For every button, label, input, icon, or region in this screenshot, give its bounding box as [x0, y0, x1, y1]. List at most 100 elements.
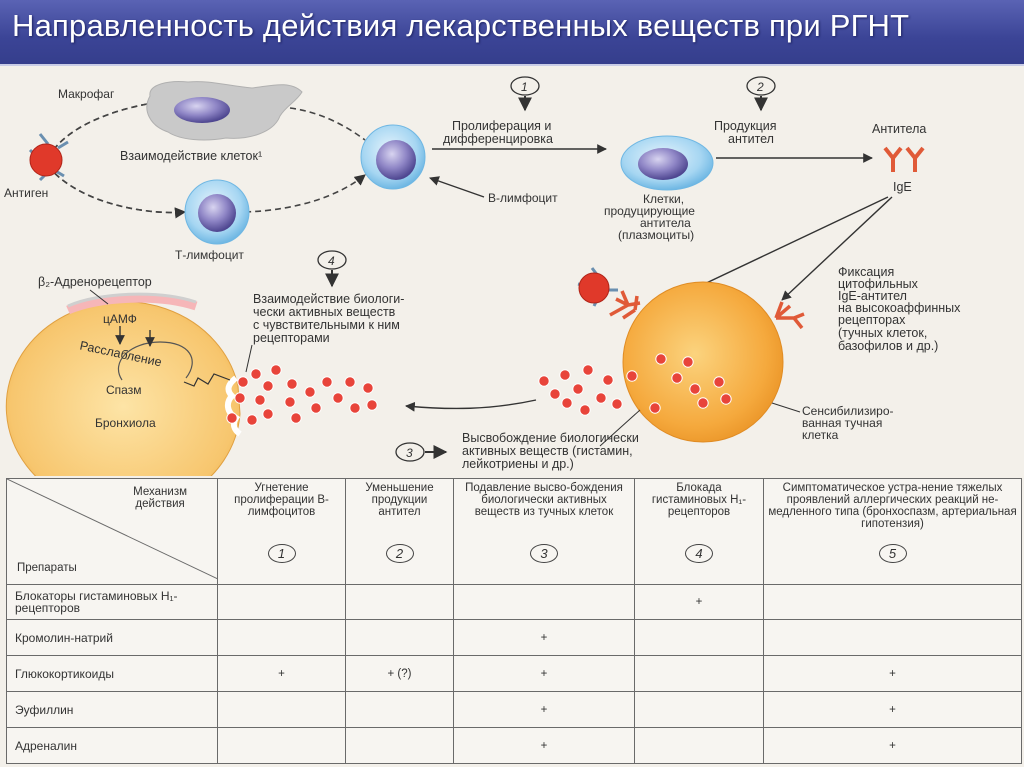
drugs-label: Препараты: [17, 561, 77, 574]
released-granules-left: [226, 364, 378, 426]
table-cell: [763, 619, 1022, 657]
mast-cell: [609, 281, 805, 443]
table-cell: [634, 727, 764, 764]
table-cell: [217, 583, 346, 621]
antigen-label: Антиген: [4, 186, 48, 200]
drug-name: Блокаторы гистаминовых H₁-рецепторов: [6, 583, 218, 621]
fixation-label-2: цитофильных: [838, 277, 919, 291]
table-cell: +: [763, 691, 1022, 729]
plasma-label-2: продуцирующие: [604, 204, 695, 218]
proliferation-label-2: дифференцировка: [443, 132, 553, 146]
table-cell: [634, 655, 764, 693]
t-lymphocyte-cell: [184, 179, 250, 245]
step-2-marker: 2: [746, 76, 776, 112]
camp-label: цАМФ: [103, 312, 137, 326]
plasma-label-3: антитела: [640, 216, 691, 230]
table-cell: +: [453, 655, 635, 693]
table-cell: [345, 619, 454, 657]
table-cell: [217, 727, 346, 764]
table-cell: +: [453, 619, 635, 657]
t-lymphocyte-label: Т-лимфоцит: [175, 248, 244, 262]
column-header: Подавление высво-бождения биологически а…: [453, 478, 635, 585]
table-row: Кромолин-натрий +: [6, 619, 1022, 657]
table-cell: [345, 583, 454, 621]
svg-text:1: 1: [521, 80, 528, 94]
interaction-label-3: с чувствительными к ним: [253, 318, 400, 332]
table-corner-cell: Механизм действия Препараты: [6, 478, 218, 585]
b-lymphocyte-cell: [360, 124, 426, 190]
mast-cell-label-2: ванная тучная: [802, 416, 882, 430]
svg-text:3: 3: [406, 446, 413, 460]
release-label-2: активных веществ (гистамин,: [462, 444, 633, 458]
mast-cell-label-1: Сенсибилизиро-: [802, 404, 894, 418]
column-header: Угнетение пролиферации В-лимфоцитов 1: [217, 478, 346, 585]
mechanism-label-1: Механизм: [133, 486, 187, 498]
column-number: 3: [530, 544, 558, 563]
spasm-label: Спазм: [106, 383, 141, 397]
drug-name: Адреналин: [6, 727, 218, 764]
bronchiole: [5, 292, 242, 476]
table-row: Блокаторы гистаминовых H₁-рецепторов +: [6, 583, 1022, 621]
table-row: Глюкокортикоиды + + (?) + +: [6, 655, 1022, 693]
plasma-cell: [620, 135, 714, 191]
table-row: Адреналин + +: [6, 727, 1022, 764]
fixation-label-4: на высокоаффинных: [838, 301, 961, 315]
table-cell: +: [453, 727, 635, 764]
table-cell: [345, 727, 454, 764]
fixation-label-5: рецепторах: [838, 313, 906, 327]
table-cell: +: [453, 691, 635, 729]
table-header-row: Механизм действия Препараты Угнетение пр…: [6, 478, 1022, 585]
mechanism-label-2: действия: [135, 498, 185, 510]
fixation-label-1: Фиксация: [838, 265, 894, 279]
page-title: Направленность действия лекарственных ве…: [12, 8, 910, 43]
table-cell: [345, 691, 454, 729]
plasma-label-1: Клетки,: [643, 192, 684, 206]
column-header: Симптоматическое устра-нение тяжелых про…: [763, 478, 1022, 585]
interaction-label-1: Взаимодействие биологи-: [253, 292, 404, 306]
table-cell: +: [763, 727, 1022, 764]
column-number: 4: [685, 544, 713, 563]
step-4-marker: 4: [317, 250, 347, 288]
bound-antigen-icon: [577, 267, 618, 307]
column-number: 1: [267, 544, 296, 563]
drug-name: Эуфиллин: [6, 691, 218, 729]
ige-label: IgE: [893, 180, 912, 194]
b-lymphocyte-label: В-лимфоцит: [488, 191, 558, 205]
svg-text:4: 4: [328, 254, 335, 268]
table-cell: [217, 691, 346, 729]
column-number: 2: [385, 544, 414, 563]
immune-response-diagram: Макрофаг Антиген Взаимодействие клеток¹ …: [4, 76, 961, 476]
macrophage-label: Макрофаг: [58, 87, 115, 101]
table-cell: + (?): [345, 655, 454, 693]
table-cell: [634, 691, 764, 729]
production-label-1: Продукция: [714, 119, 777, 133]
mast-cell-label-3: клетка: [802, 428, 839, 442]
drug-mechanism-table: Механизм действия Препараты Угнетение пр…: [6, 478, 1022, 764]
svg-text:2: 2: [756, 80, 764, 94]
fixation-label-6: (тучных клеток,: [838, 326, 927, 340]
antigen-icon: [28, 133, 69, 182]
table-cell: [763, 583, 1022, 621]
step-3-marker: 3: [395, 442, 448, 462]
drug-name: Глюкокортикоиды: [6, 655, 218, 693]
title-bar: Направленность действия лекарственных ве…: [0, 0, 1024, 66]
plasma-label-4: (плазмоциты): [618, 228, 694, 242]
bronchiole-label: Бронхиола: [95, 416, 156, 430]
drug-name: Кромолин-натрий: [6, 619, 218, 657]
table-cell: +: [217, 655, 346, 693]
release-label-1: Высвобождение биологически: [462, 431, 639, 445]
b2-receptor-label: β₂-Адренорецептор: [38, 275, 152, 289]
fixation-label-7: базофилов и др.): [838, 339, 938, 353]
column-header: Блокада гистаминовых H₁-рецепторов 4: [634, 478, 764, 585]
table-cell: [453, 583, 635, 621]
antibody-icon: [883, 146, 925, 172]
release-label-3: лейкотриены и др.): [462, 457, 574, 471]
macrophage-nucleus: [174, 97, 230, 123]
antibodies-label: Антитела: [872, 122, 926, 136]
interaction-label-4: рецепторами: [253, 331, 330, 345]
fixation-label-3: IgE-антител: [838, 289, 907, 303]
column-number: 5: [878, 544, 907, 563]
table-cell: [217, 619, 346, 657]
proliferation-label-1: Пролиферация и: [452, 119, 551, 133]
released-granules-right: [538, 364, 623, 416]
